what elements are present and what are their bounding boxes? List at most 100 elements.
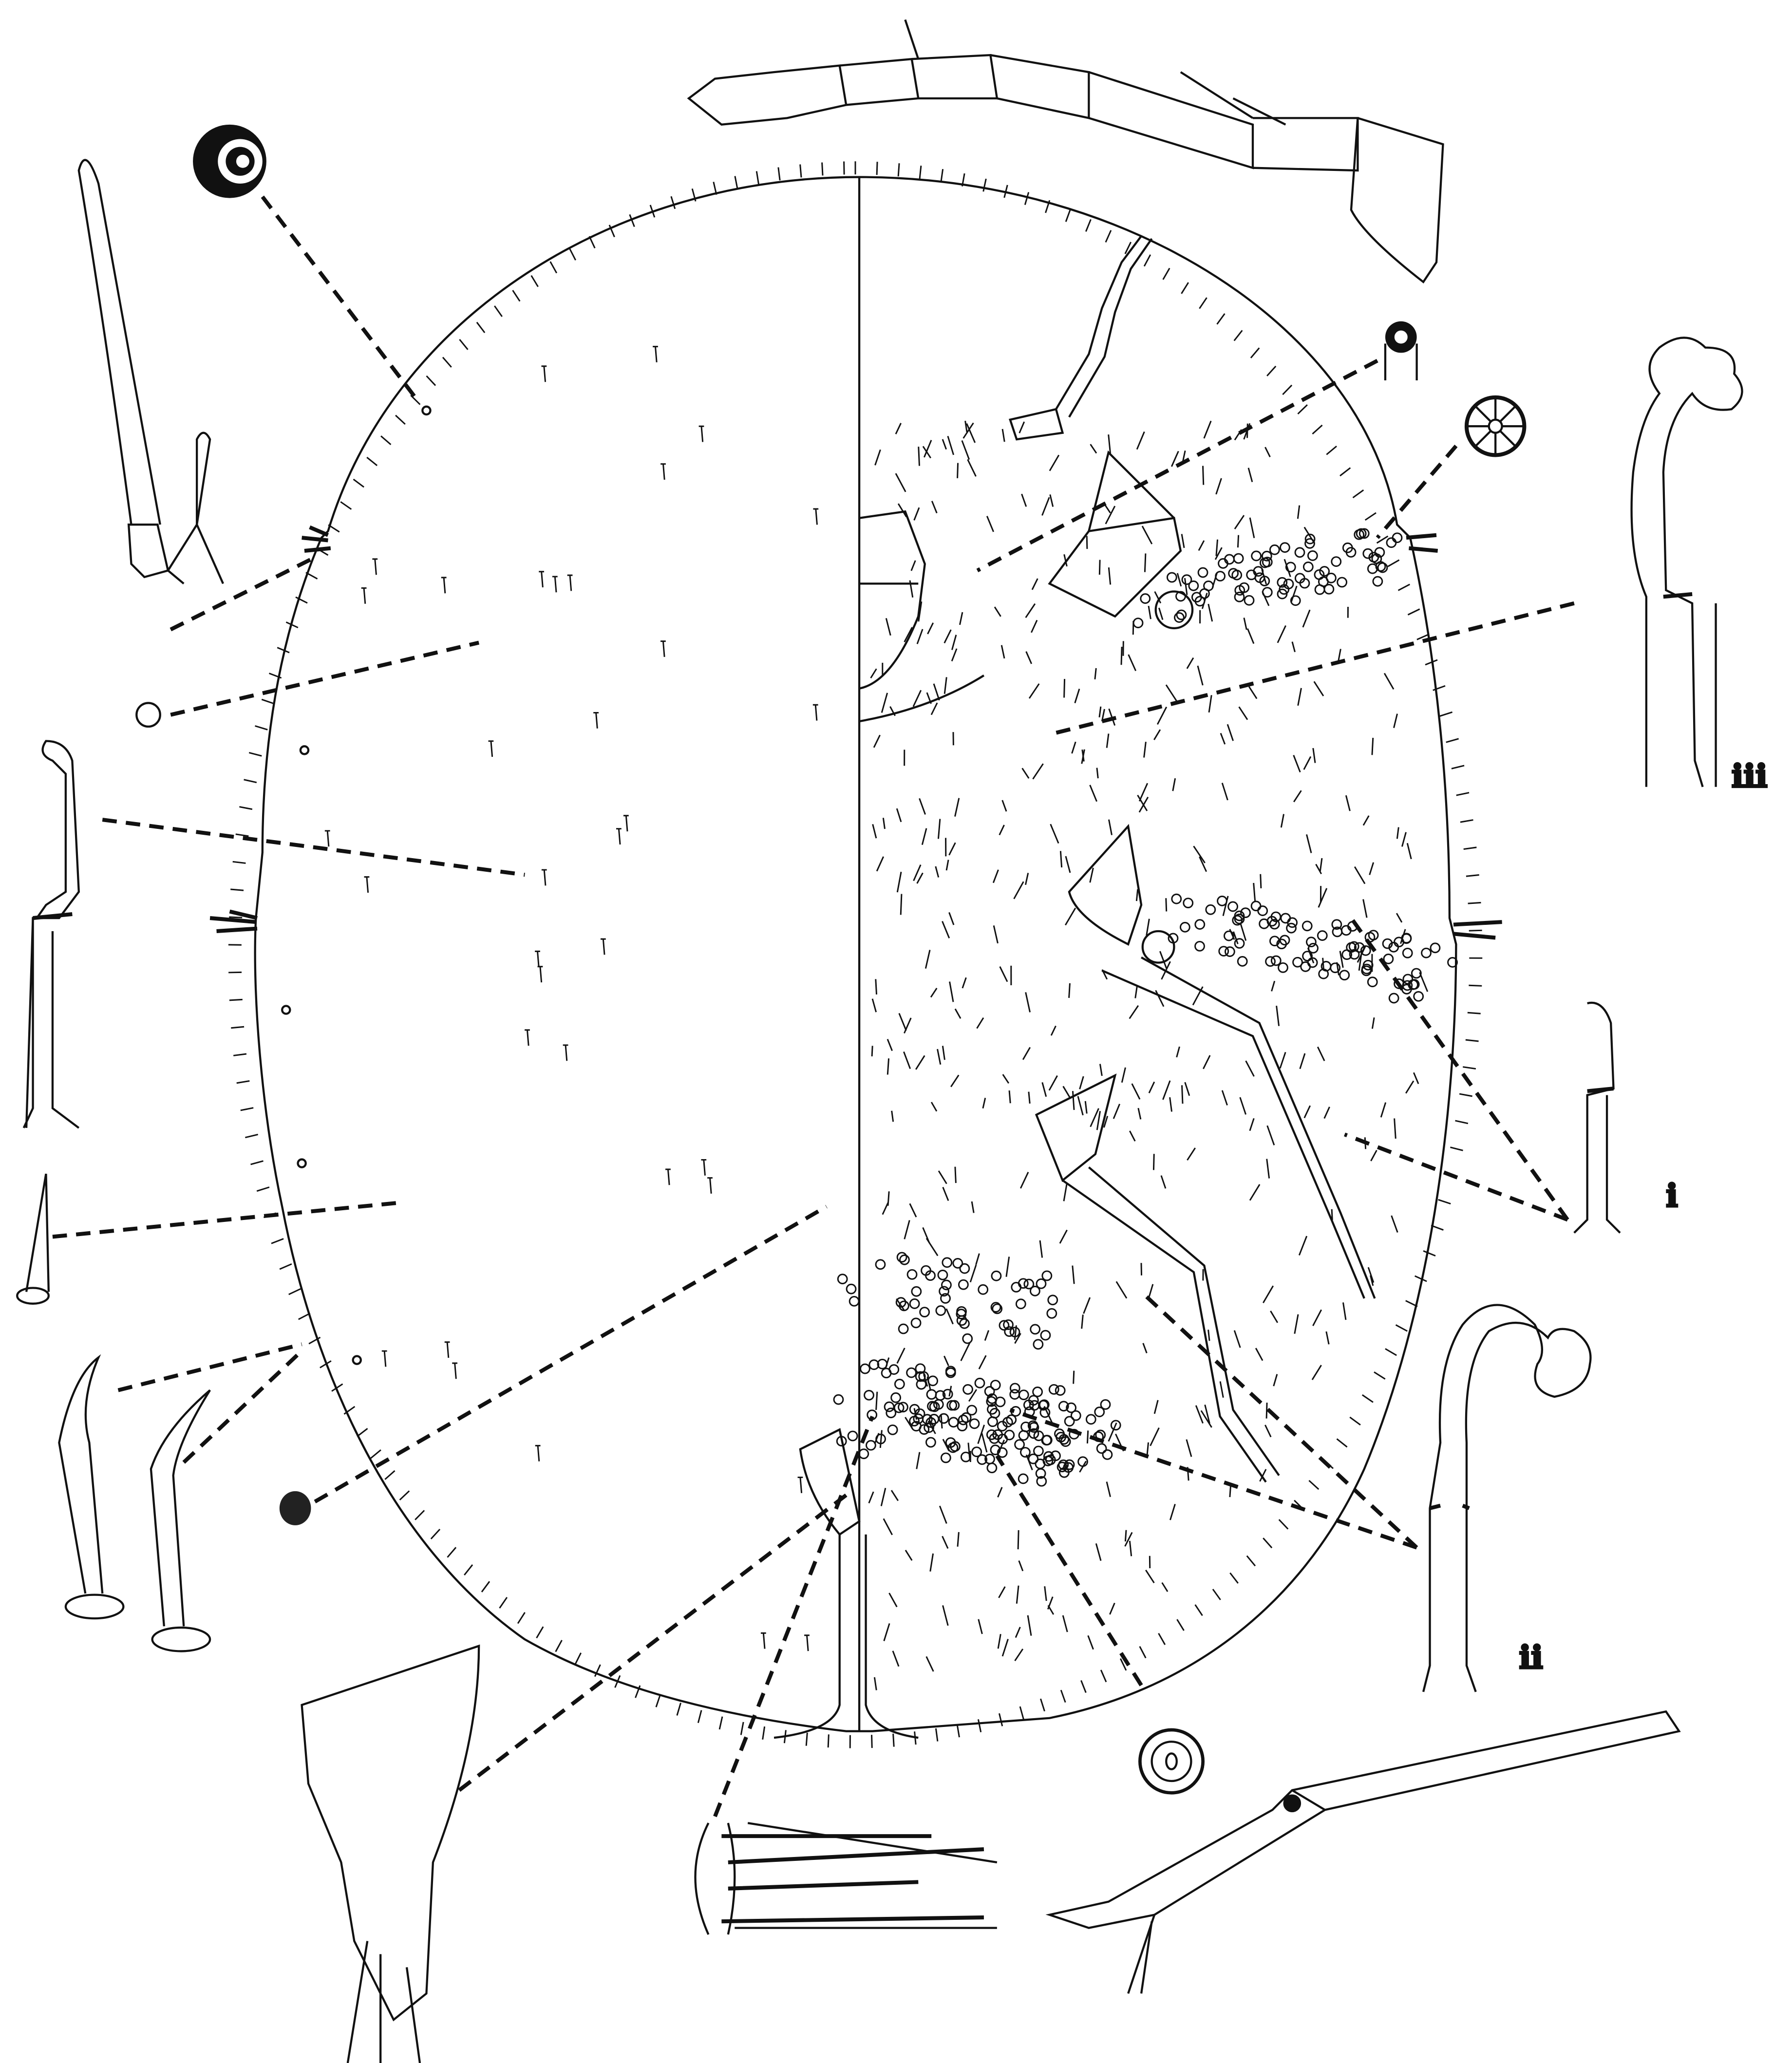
marginal-seta	[384, 1470, 396, 1480]
ventral-seta	[1039, 1240, 1043, 1258]
ventral-seta	[1161, 961, 1171, 980]
multilocular-pore	[997, 1421, 1008, 1432]
multilocular-pore	[986, 1429, 997, 1440]
multilocular-pore	[1306, 937, 1317, 948]
multilocular-pore	[962, 1333, 973, 1344]
multilocular-pore	[1055, 1385, 1066, 1396]
ventral-seta	[1138, 783, 1149, 802]
multilocular-pore	[950, 1441, 961, 1452]
multilocular-pore	[877, 1358, 888, 1369]
ventral-seta	[1050, 824, 1059, 844]
multilocular-pore	[926, 1389, 937, 1400]
ventral-seta	[1319, 858, 1323, 871]
ventral-seta	[1354, 866, 1366, 884]
ventral-seta	[1146, 919, 1150, 936]
multilocular-pore	[1234, 938, 1245, 949]
multilocular-pore	[911, 1286, 922, 1297]
multilocular-pore	[977, 1454, 988, 1465]
multilocular-pore	[966, 1405, 978, 1416]
ventral-seta	[915, 1055, 925, 1070]
ventral-seta	[1148, 605, 1151, 619]
marginal-seta	[676, 1703, 681, 1716]
marginal-seta	[1407, 608, 1420, 616]
marginal-seta	[1451, 765, 1465, 769]
ventral-seta	[1124, 1530, 1127, 1542]
ventral-seta	[1226, 724, 1234, 741]
multilocular-pore	[1277, 577, 1288, 588]
ventral-seta	[916, 1452, 921, 1469]
marginal-seta	[555, 1640, 563, 1652]
ventral-seta	[1160, 1175, 1167, 1189]
ventral-seta	[873, 1677, 877, 1690]
marginal-seta	[961, 173, 965, 187]
ventral-seta	[1081, 749, 1085, 764]
multilocular-pore	[919, 1307, 930, 1318]
marginal-seta	[1019, 1706, 1024, 1720]
multilocular-pore	[942, 1388, 953, 1400]
ventral-seta	[1369, 862, 1375, 875]
multilocular-pore	[1181, 574, 1192, 585]
ventral-seta	[918, 601, 923, 622]
ventral-seta	[950, 1074, 960, 1088]
ventral-seta	[1215, 478, 1222, 495]
marginal-seta	[1463, 1066, 1476, 1070]
multilocular-pore	[1354, 942, 1365, 953]
marginal-seta	[1003, 185, 1008, 198]
ventral-seta	[1072, 1265, 1075, 1284]
ventral-seta	[1394, 1118, 1396, 1139]
marginal-seta	[998, 1713, 1003, 1726]
multilocular-pore	[1244, 595, 1255, 606]
ventral-seta	[992, 869, 999, 883]
multilocular-pore	[1368, 552, 1379, 563]
ventral-seta	[1187, 1147, 1196, 1161]
ventral-seta	[909, 580, 914, 598]
tubular-duct-ii: ii	[1422, 1304, 1592, 1692]
ventral-seta	[951, 648, 958, 662]
ventral-seta	[994, 606, 1001, 617]
ventral-seta	[1121, 1067, 1126, 1083]
dorsal-seta	[552, 576, 558, 593]
ventral-seta	[1109, 1602, 1115, 1615]
marginal-seta	[655, 1694, 661, 1707]
ventral-seta	[1405, 1080, 1415, 1094]
ventral-seta	[873, 734, 881, 748]
ventral-seta	[891, 1110, 894, 1122]
multilocular-pore	[1028, 1422, 1039, 1433]
multilocular-pore	[1224, 946, 1235, 957]
ventral-seta	[1077, 1096, 1084, 1116]
ventral-seta	[1294, 1314, 1299, 1334]
ventral-seta	[1064, 907, 1076, 926]
ventral-seta	[1306, 834, 1312, 853]
marginal-seta	[1460, 819, 1473, 823]
multilocular-pore	[1030, 1324, 1041, 1335]
dorsal-seta	[660, 640, 666, 657]
ventral-seta	[1247, 468, 1253, 483]
tubular-duct-i: i	[1573, 1001, 1679, 1234]
ventral-seta	[1204, 1405, 1210, 1424]
ventral-seta	[943, 1355, 949, 1367]
multilocular-pore	[1070, 1410, 1081, 1421]
ventral-seta	[1001, 429, 1005, 442]
multilocular-pore	[1168, 933, 1179, 944]
ventral-seta	[1195, 1405, 1204, 1424]
ventral-seta	[1129, 1540, 1132, 1557]
multilocular-pore	[1330, 962, 1341, 974]
marginal-seta	[1469, 984, 1482, 987]
ventral-seta	[982, 1098, 986, 1109]
multilocular-pore	[942, 1257, 953, 1268]
multilocular-pore	[1023, 1278, 1035, 1290]
trilocular-pore	[281, 1005, 291, 1015]
ventral-seta	[1096, 768, 1099, 779]
multilocular-pore	[969, 1418, 980, 1429]
ventral-seta	[1148, 1284, 1154, 1299]
ventral-seta	[1290, 585, 1298, 602]
multilocular-pore	[992, 1429, 1003, 1440]
ventral-seta	[1393, 713, 1398, 728]
multilocular-pore	[939, 1286, 949, 1297]
multilocular-pore	[1036, 1476, 1047, 1487]
ventral-seta	[938, 1170, 947, 1184]
multilocular-pore	[1239, 582, 1250, 593]
multilocular-pore	[1259, 576, 1270, 586]
marginal-seta	[442, 356, 452, 368]
marginal-seta	[1039, 1698, 1045, 1712]
